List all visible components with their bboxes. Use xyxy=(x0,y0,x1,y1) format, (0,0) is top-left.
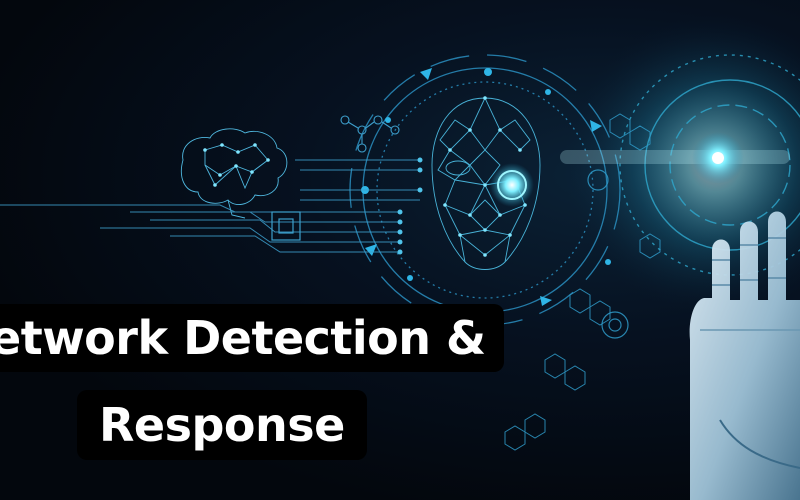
headline-line-1: etwork Detection & xyxy=(0,311,486,365)
robot-hand-icon xyxy=(689,211,800,500)
headline-line-1-box: etwork Detection & xyxy=(0,304,504,372)
molecule-icon xyxy=(340,115,400,153)
eye-ring xyxy=(497,170,527,200)
light-streak xyxy=(560,150,790,164)
circuit-nodes xyxy=(397,157,423,255)
target-circles xyxy=(587,169,629,339)
circuit-lines xyxy=(0,159,420,253)
brain-nodes xyxy=(203,143,270,187)
headline: etwork Detection & Response xyxy=(0,300,800,500)
fingertip-flare-core xyxy=(712,152,724,164)
eye-glow xyxy=(490,163,534,207)
face-mesh-nodes xyxy=(443,96,527,257)
headline-line-2: Response xyxy=(77,390,367,460)
chip-icon xyxy=(271,211,301,241)
hexagon-grid-icon xyxy=(504,113,661,451)
